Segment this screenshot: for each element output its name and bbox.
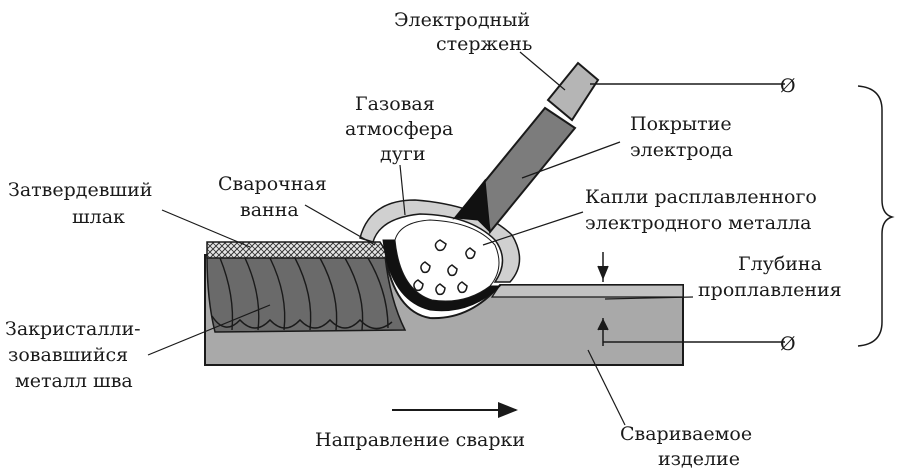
svg-text:дуги: дуги xyxy=(380,143,426,165)
label-workpiece: Свариваемое изделие xyxy=(620,423,752,470)
label-welding-direction: Направление сварки xyxy=(315,429,525,451)
droplet xyxy=(457,281,468,294)
svg-text:проплавления: проплавления xyxy=(698,279,842,301)
leader-weld-pool xyxy=(304,204,376,246)
upper-terminal-symbol: Ø xyxy=(780,75,796,97)
label-crystallized-metal: Закристалли- зовавшийся металл шва xyxy=(5,318,141,392)
droplet xyxy=(447,264,458,277)
leader-gas-atmosphere xyxy=(399,164,406,216)
molten-droplets xyxy=(413,239,476,296)
leader-workpiece xyxy=(587,349,626,426)
svg-text:Капли расплавленного: Капли расплавленного xyxy=(585,186,817,208)
svg-text:Электродный: Электродный xyxy=(394,9,530,31)
leader-crystallized xyxy=(147,304,271,356)
svg-text:Сварочная: Сварочная xyxy=(218,173,327,195)
droplet xyxy=(413,279,424,292)
penetration-depth-marker xyxy=(597,252,609,346)
label-weld-pool: Сварочная ванна xyxy=(218,173,327,221)
droplet xyxy=(420,261,431,274)
label-penetration-depth: Глубина проплавления xyxy=(698,253,842,301)
droplet xyxy=(434,239,447,252)
svg-text:электродного металла: электродного металла xyxy=(585,212,812,234)
svg-text:стержень: стержень xyxy=(436,33,532,55)
svg-text:Затвердевший: Затвердевший xyxy=(8,179,152,201)
label-molten-drops: Капли расплавленного электродного металл… xyxy=(585,186,817,234)
hardened-slag-layer xyxy=(206,241,392,259)
crystallized-weld-metal xyxy=(206,255,407,333)
workpiece-top-surface xyxy=(490,284,684,298)
leader-slag xyxy=(161,209,251,248)
weld-root-scallops xyxy=(211,315,393,330)
circuit-brace xyxy=(857,85,895,347)
svg-text:шлак: шлак xyxy=(72,206,125,228)
label-electrode-rod: Электродный стержень xyxy=(394,9,532,55)
svg-text:Закристалли-: Закристалли- xyxy=(5,318,141,340)
droplet xyxy=(465,247,476,260)
svg-text:Свариваемое: Свариваемое xyxy=(620,423,752,445)
svg-text:Газовая: Газовая xyxy=(355,93,435,115)
svg-text:зовавшийся: зовавшийся xyxy=(8,344,128,366)
svg-text:ванна: ванна xyxy=(240,199,299,221)
leader-lines xyxy=(147,51,694,426)
leader-electrode-rod xyxy=(519,51,566,91)
svg-text:изделие: изделие xyxy=(658,448,740,470)
droplet xyxy=(435,283,446,296)
label-gas-atmosphere: Газовая атмосфера дуги xyxy=(345,93,453,165)
crystallization-lines xyxy=(219,257,389,331)
svg-text:металл шва: металл шва xyxy=(15,370,133,392)
electrode-tip xyxy=(454,178,491,234)
leader-electrode-coating xyxy=(521,141,621,179)
svg-text:Покрытие: Покрытие xyxy=(630,113,732,135)
electrode-rod xyxy=(546,61,600,122)
leader-drops xyxy=(482,211,584,246)
svg-text:атмосфера: атмосфера xyxy=(345,118,453,140)
svg-text:электрода: электрода xyxy=(630,139,733,161)
label-hardened-slag: Затвердевший шлак xyxy=(8,179,152,228)
label-electrode-coating: Покрытие электрода xyxy=(630,113,733,161)
leader-penetration xyxy=(604,296,694,300)
lower-terminal-symbol: Ø xyxy=(780,333,796,355)
svg-text:Глубина: Глубина xyxy=(738,253,822,275)
arc-zone xyxy=(394,219,500,302)
